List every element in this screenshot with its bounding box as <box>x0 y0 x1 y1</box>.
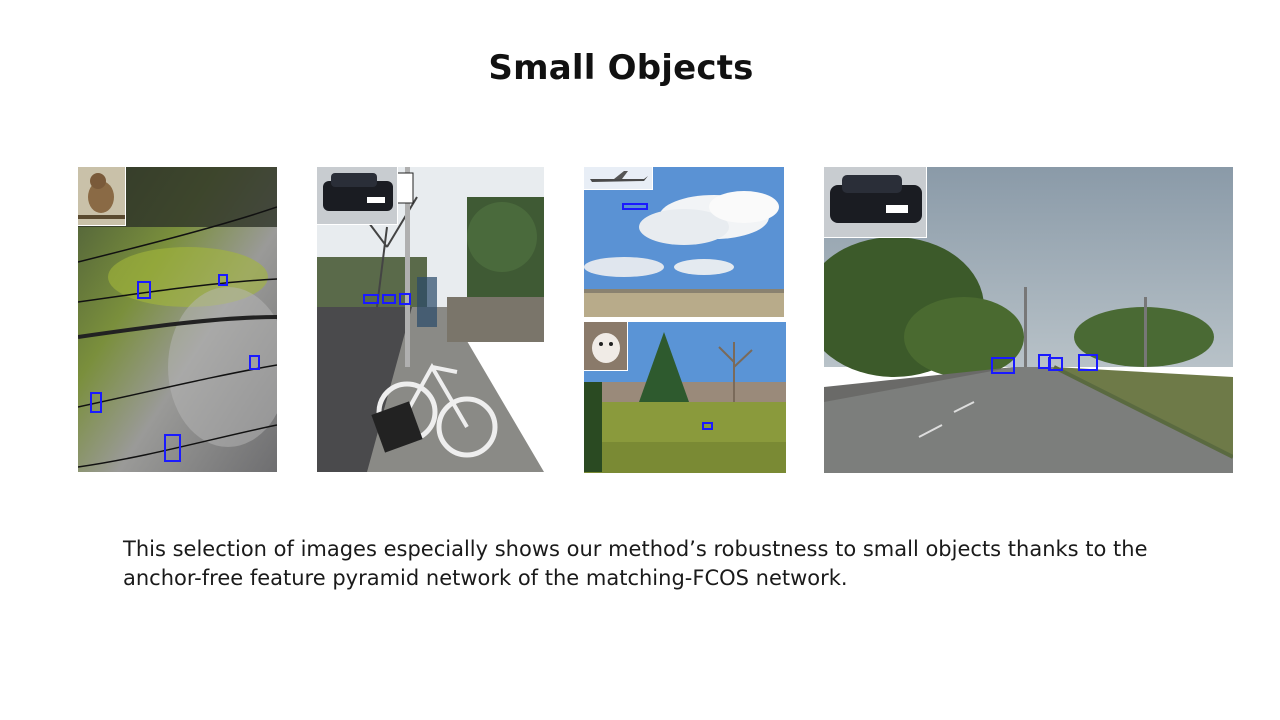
detection-box <box>363 294 379 304</box>
detection-box <box>249 355 260 370</box>
figure-highway-cars <box>824 167 1233 473</box>
detection-box <box>991 357 1015 374</box>
figure-street-bike <box>317 167 544 472</box>
highway-scene <box>824 167 1233 473</box>
figure-park-dog <box>584 322 786 473</box>
slide-caption: This selection of images especially show… <box>123 537 1148 590</box>
birds-scene <box>78 167 277 472</box>
detection-box <box>90 392 102 413</box>
detection-box <box>382 294 396 304</box>
detection-box <box>137 281 151 299</box>
detection-box <box>218 274 228 286</box>
query-image-car <box>317 167 397 224</box>
detection-box <box>1048 357 1063 371</box>
slide-title: Small Objects <box>488 48 754 88</box>
query-image-car <box>824 167 926 237</box>
street-scene <box>317 167 544 472</box>
detection-box <box>702 422 713 430</box>
detection-box <box>1038 354 1051 369</box>
detection-box <box>1078 354 1098 371</box>
figure-sky-airplane <box>584 167 784 317</box>
query-image-airplane <box>584 167 652 189</box>
sky-scene <box>584 167 784 317</box>
detection-box <box>164 434 181 462</box>
detection-box <box>622 203 648 210</box>
figure-birds-on-wires <box>78 167 277 472</box>
detection-box <box>399 293 411 305</box>
query-image-dog <box>584 322 627 370</box>
query-image-sparrow <box>78 167 125 225</box>
